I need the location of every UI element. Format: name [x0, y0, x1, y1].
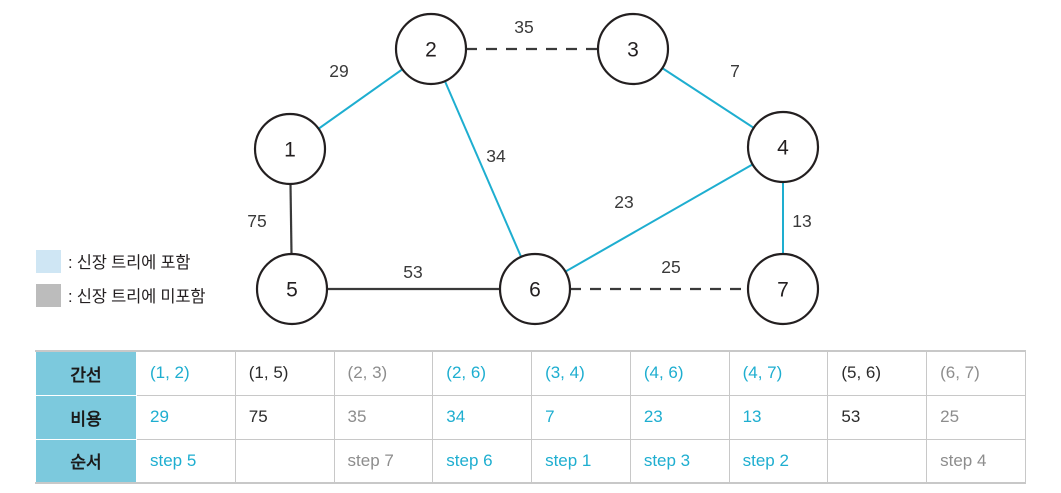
graph-node-label-2: 2	[425, 39, 437, 62]
graph-edge-3-4	[661, 67, 755, 129]
legend-item-excluded: : 신장 트리에 미포함	[36, 280, 206, 310]
table-cell-cost-3: 35	[333, 394, 434, 440]
legend-label-excluded: : 신장 트리에 미포함	[68, 288, 206, 306]
table-row-header-cost: 비용	[35, 394, 137, 440]
table-cell-cost-1: 29	[136, 394, 236, 440]
table-cell-edge-2: (1, 5)	[234, 350, 335, 396]
graph-node-4	[746, 110, 820, 184]
graph-node-5	[255, 252, 329, 326]
edges-layer	[289, 47, 784, 291]
graph-node-label-1: 1	[284, 139, 296, 162]
table-cell-edge-4: (2, 6)	[432, 350, 533, 396]
edge-weight-4-6: 23	[614, 192, 633, 212]
table-cell-edge-9: (6, 7)	[926, 350, 1026, 396]
legend-swatch-excluded-icon	[36, 283, 61, 307]
table-cell-order-4: step 6	[432, 438, 533, 484]
graph-node-label-6: 6	[529, 279, 541, 302]
table-cell-cost-2: 75	[234, 394, 335, 440]
table-cell-order-9: step 4	[926, 438, 1026, 484]
graph-edge-1-5	[289, 183, 293, 255]
edge-weight-2-3: 35	[514, 17, 533, 37]
table-cell-cost-5: 7	[531, 394, 631, 440]
graph-node-6	[498, 252, 572, 326]
table-cell-edge-3: (2, 3)	[333, 350, 434, 396]
edge-weight-3-4: 7	[730, 61, 740, 81]
graph-node-label-3: 3	[627, 39, 639, 62]
legend: : 신장 트리에 포함 : 신장 트리에 미포함	[36, 246, 206, 314]
table-cell-order-3: step 7	[333, 438, 434, 484]
edge-weight-2-6: 34	[486, 146, 506, 166]
table-cell-order-6: step 3	[629, 438, 730, 484]
table-row-edge: 간선(1, 2)(1, 5)(2, 3)(2, 6)(3, 4)(4, 6)(4…	[35, 350, 1026, 396]
table-cell-order-1: step 5	[136, 438, 236, 484]
table-cell-cost-9: 25	[926, 394, 1026, 440]
graph-edge-2-6	[443, 80, 523, 258]
table-cell-order-8	[827, 438, 928, 484]
table-cell-edge-5: (3, 4)	[531, 350, 631, 396]
table-cell-order-5: step 1	[531, 438, 631, 484]
edge-weight-1-5: 75	[247, 211, 266, 231]
graph-edge-1-2	[317, 68, 404, 130]
graph-node-3	[596, 12, 670, 86]
edge-weight-6-7: 25	[661, 257, 680, 277]
table-cell-edge-6: (4, 6)	[629, 350, 730, 396]
legend-label-included: : 신장 트리에 포함	[68, 254, 191, 272]
edge-cost-order-table: 간선(1, 2)(1, 5)(2, 3)(2, 6)(3, 4)(4, 6)(4…	[35, 350, 1026, 484]
edge-weight-5-6: 53	[403, 262, 422, 282]
edge-weight-1-2: 29	[329, 61, 348, 81]
graph-node-label-5: 5	[286, 279, 298, 302]
graph-node-2	[394, 12, 468, 86]
table-cell-edge-1: (1, 2)	[136, 350, 236, 396]
table-cell-cost-4: 34	[432, 394, 533, 440]
table-cell-edge-8: (5, 6)	[827, 350, 928, 396]
table-cell-edge-7: (4, 7)	[728, 350, 829, 396]
table-cell-cost-6: 23	[629, 394, 730, 440]
table-row-header-order: 순서	[35, 438, 137, 484]
table-row-header-edge: 간선	[35, 350, 137, 396]
edge-weight-4-7: 13	[792, 211, 811, 231]
table-cell-cost-7: 13	[728, 394, 829, 440]
table-cell-order-2	[234, 438, 335, 484]
graph-node-label-7: 7	[777, 279, 789, 302]
table-cell-cost-8: 53	[827, 394, 928, 440]
graph-edge-4-6	[564, 163, 754, 273]
graph-node-1	[253, 112, 327, 186]
graph-node-7	[746, 252, 820, 326]
legend-item-included: : 신장 트리에 포함	[36, 246, 205, 276]
legend-swatch-included-icon	[36, 249, 61, 273]
graph-node-label-4: 4	[777, 137, 789, 160]
table-cell-order-7: step 2	[728, 438, 829, 484]
